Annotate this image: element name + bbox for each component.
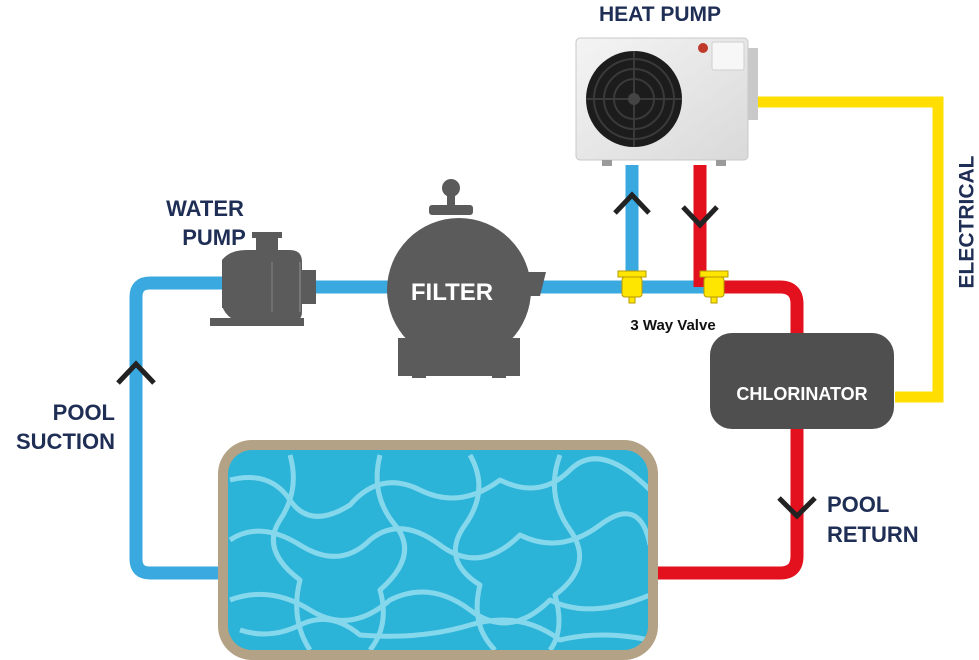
flow-arrow-suction [116,360,156,385]
chlorinator-box [710,333,894,429]
electrical-label: ELECTRICAL [956,155,979,288]
water-pump-label-line1: WATER [166,196,244,221]
heat-pump-unit [575,37,758,166]
three-way-valve-label: 3 Way Valve [630,317,715,334]
flow-arrow-heat-pump-in [613,191,651,215]
flow-arrow-heat-pump-out [681,205,719,229]
pool-suction-label-line2: SUCTION [16,429,115,454]
pool-suction-pipe [129,276,232,580]
three-way-valve-left-icon [617,270,647,304]
water-pump-icon [210,232,316,326]
electrical-line [748,96,944,403]
water-pump-label-line2: PUMP [182,225,246,250]
filter-label: FILTER [411,279,493,306]
pool-return-label-line1: POOL [827,492,889,517]
pool-return-label-line2: RETURN [827,522,919,547]
control-panel-icon [711,41,745,71]
pool-return-pipe [652,420,804,580]
pool-suction-label-line1: POOL [53,400,115,425]
heat-pump-label: HEAT PUMP [599,3,721,26]
return-pipe-upper [712,280,804,335]
three-way-valve-right-icon [699,270,729,304]
chlorinator-label: CHLORINATOR [736,384,867,404]
filter-tank-icon [387,179,546,378]
swimming-pool [218,440,658,660]
flow-arrow-return [777,496,817,520]
